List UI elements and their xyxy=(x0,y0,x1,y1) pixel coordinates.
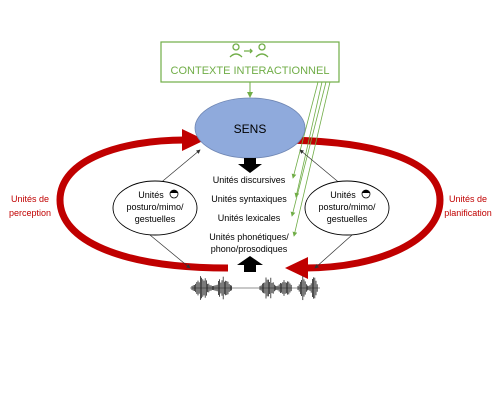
left-cycle-arrow xyxy=(56,129,229,272)
face-icon xyxy=(169,189,179,199)
right-label-line-1: Unités de xyxy=(449,194,487,204)
unit-syntaxiques: Unités syntaxiques xyxy=(211,194,287,204)
unit-prosodiques: phono/prosodiques xyxy=(211,244,288,254)
left-oval-line-3: gestuelles xyxy=(135,214,176,224)
left-oval-line-1: Unités xyxy=(138,190,164,200)
right-oval-line-1: Unités xyxy=(330,190,356,200)
down-arrow xyxy=(238,158,262,173)
right-cycle-arrow xyxy=(274,136,444,279)
context-label: CONTEXTE INTERACTIONNEL xyxy=(171,65,330,77)
unit-phonetiques: Unités phonétiques/ xyxy=(209,232,289,242)
right-label-line-2: planification xyxy=(444,208,492,218)
sens-label: SENS xyxy=(234,122,267,136)
left-oval: Unités posturo/mimo/ gestuelles xyxy=(112,180,198,236)
right-oval-line-2: posturo/mimo/ xyxy=(318,202,376,212)
right-side-label: Unités de planification xyxy=(444,194,492,218)
context-to-units-arrows xyxy=(290,81,331,237)
thin-connector-arrows xyxy=(149,149,353,269)
two-people-exchange-icon xyxy=(229,43,269,58)
right-oval: Unités posturo/mimo/ gestuelles xyxy=(304,180,390,236)
right-oval-line-3: gestuelles xyxy=(327,214,368,224)
unit-lexicales: Unités lexicales xyxy=(218,213,281,223)
face-icon xyxy=(361,189,371,199)
left-label-line-2: perception xyxy=(9,208,51,218)
center-units: Unités discursives Unités syntaxiques Un… xyxy=(209,175,289,254)
sens-node: SENS xyxy=(194,97,306,159)
context-box: CONTEXTE INTERACTIONNEL xyxy=(160,41,340,83)
unit-discursives: Unités discursives xyxy=(213,175,286,185)
up-arrow xyxy=(237,256,263,272)
left-oval-line-2: posturo/mimo/ xyxy=(126,202,184,212)
left-side-label: Unités de perception xyxy=(9,194,51,218)
waveform-icon xyxy=(190,275,320,301)
left-label-line-1: Unités de xyxy=(11,194,49,204)
